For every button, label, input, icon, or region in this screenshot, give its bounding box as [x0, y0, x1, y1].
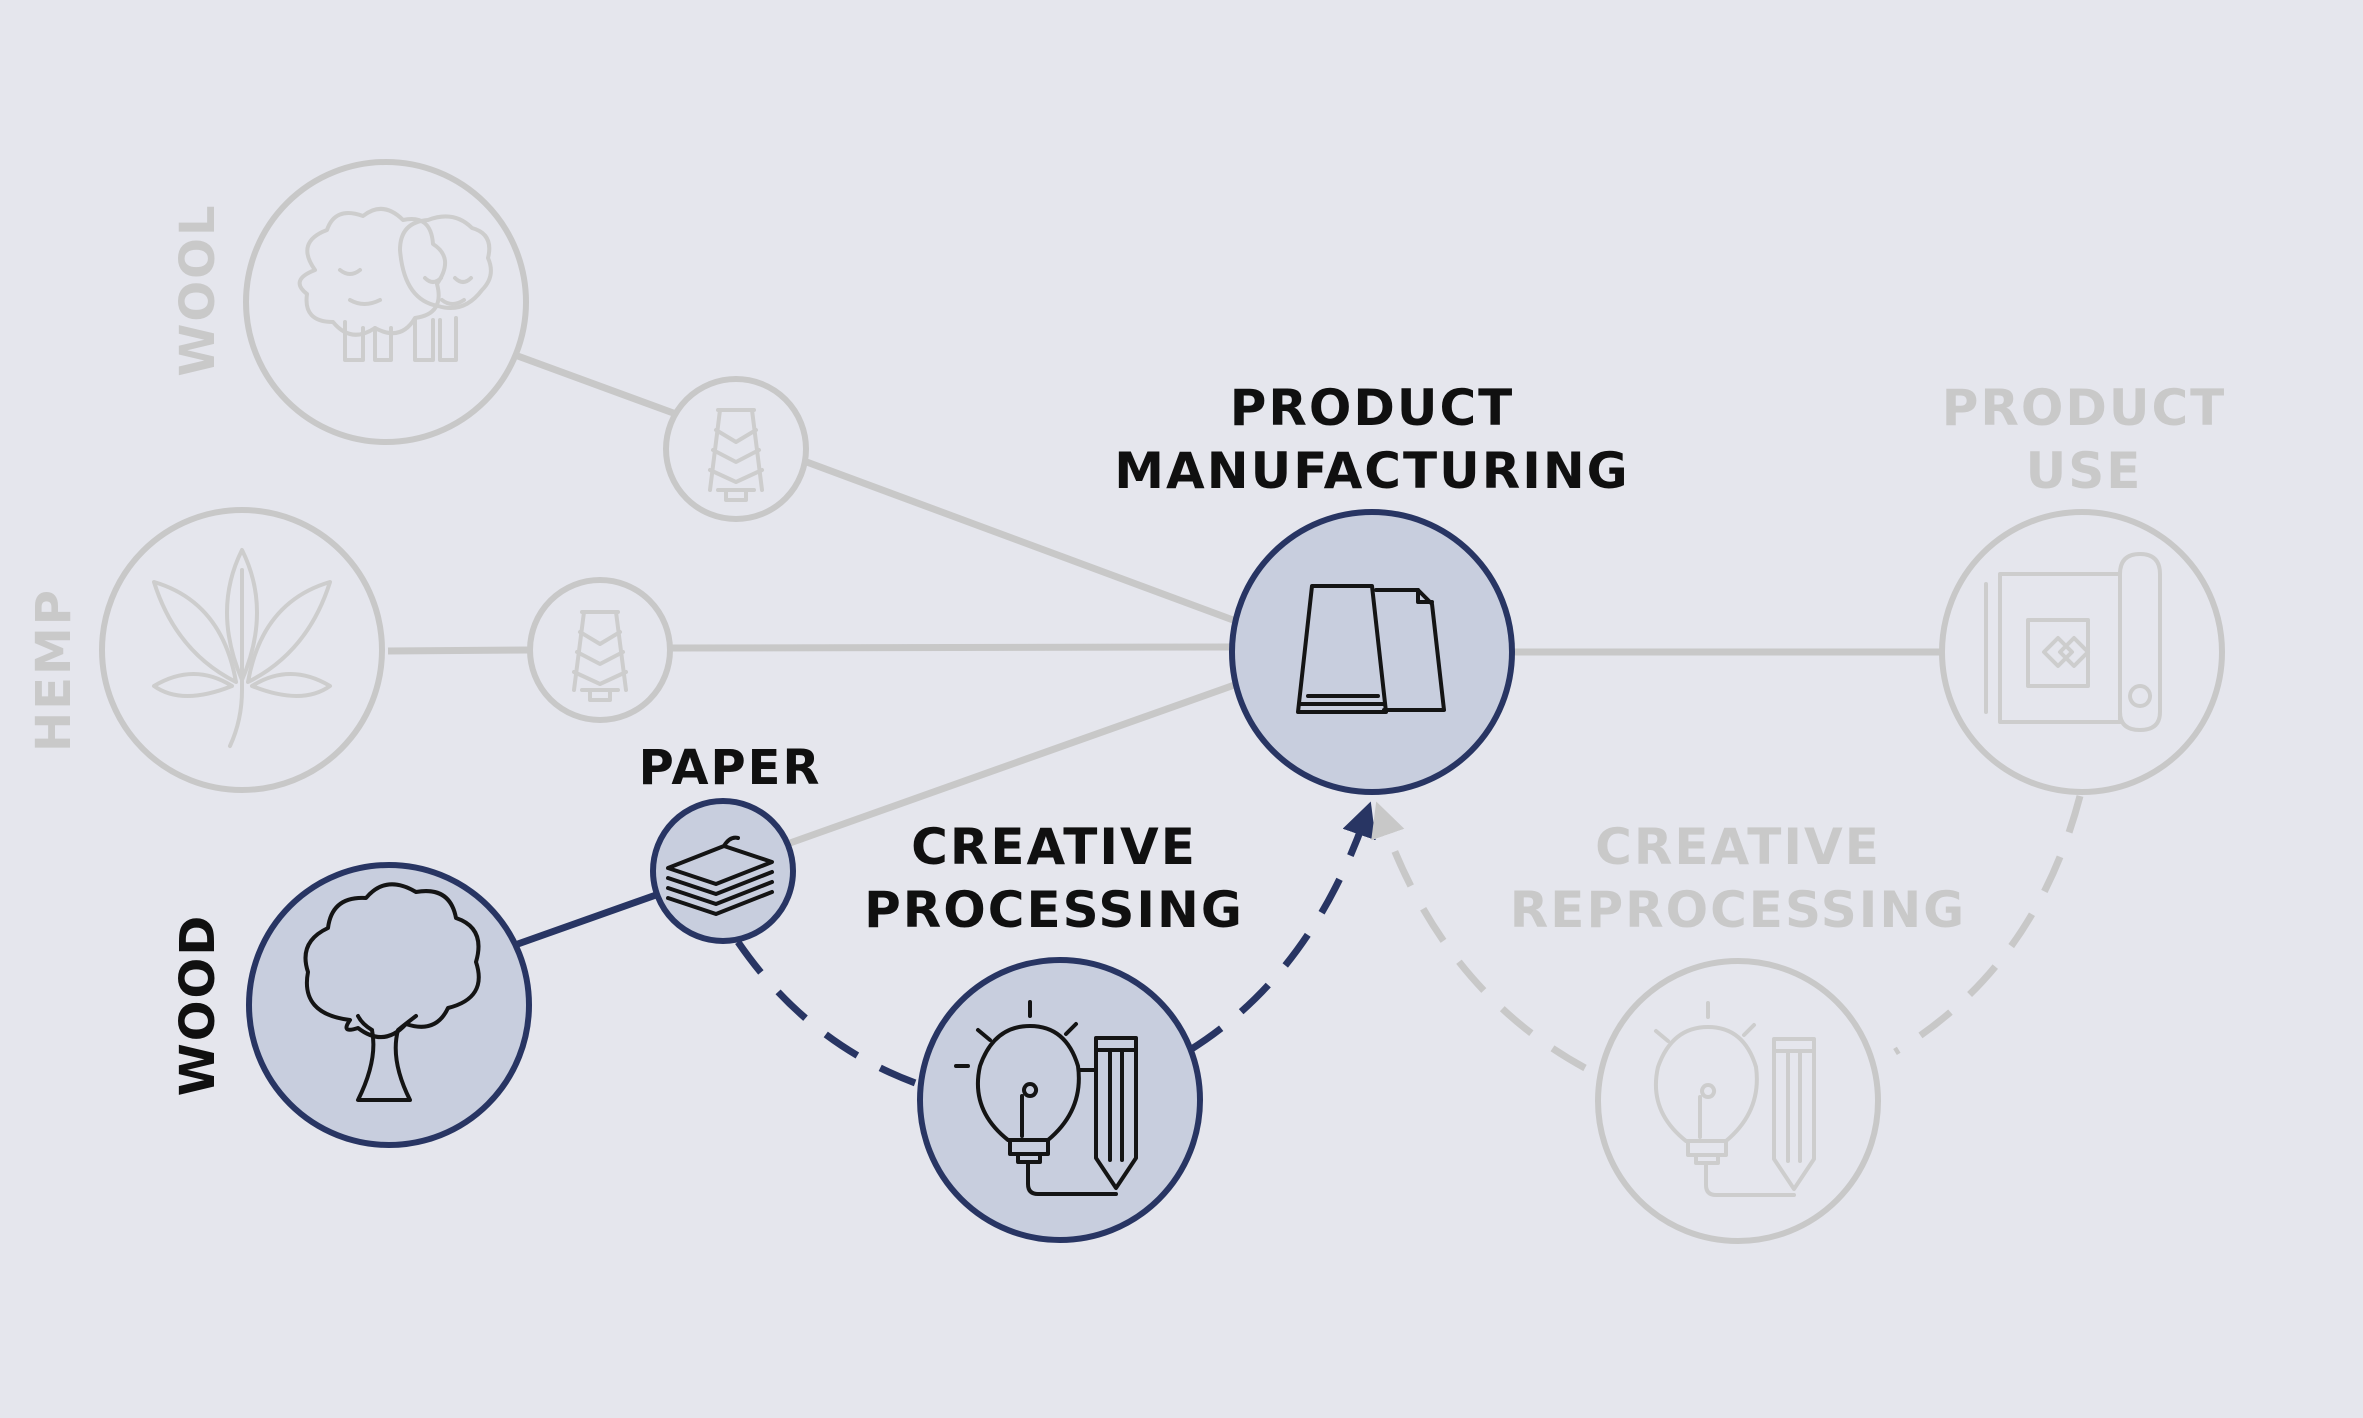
node-hemp-yarn [527, 577, 673, 723]
link-creative-manufacturing [1188, 801, 1376, 1053]
node-product-manufacturing-label-line1: PRODUCT [1230, 379, 1515, 437]
tree-icon [303, 882, 481, 1102]
node-wool-yarn [663, 376, 809, 522]
node-product-manufacturing: PRODUCT MANUFACTURING [1114, 379, 1629, 795]
link-use-reprocessing [1893, 795, 2084, 1056]
node-hemp-label: HEMP [26, 588, 82, 752]
yarn-spool-icon [708, 408, 764, 502]
node-wool-circle [243, 159, 529, 445]
sheep-icon [297, 207, 493, 362]
lightbulb-pencil-icon [1653, 1001, 1816, 1197]
node-product-use-circle [1939, 509, 2225, 795]
node-creative-processing-label-line1: CREATIVE [911, 818, 1197, 876]
link-wool-yarn [513, 351, 678, 418]
yarn-spool-icon [572, 610, 628, 702]
node-wood: WOOD [170, 862, 532, 1148]
node-wool-yarn-circle [663, 376, 809, 522]
node-product-use-label-line1: PRODUCT [1942, 379, 2227, 437]
node-paper: PAPER [639, 740, 822, 944]
link-reprocessing-manufacturing [1371, 801, 1587, 1072]
node-wool-label: WOOL [170, 203, 226, 376]
link-hemp-yarn [387, 646, 531, 655]
node-creative-processing-label-line2: PROCESSING [864, 881, 1244, 939]
node-creative-reprocessing-circle [1595, 958, 1881, 1244]
fabric-roll-icon [1296, 584, 1446, 714]
node-hemp: HEMP [26, 507, 385, 793]
connectors [387, 351, 2084, 1088]
link-woolyarn-manufacturing [802, 457, 1235, 624]
node-hemp-yarn-circle [527, 577, 673, 723]
node-wood-circle [246, 862, 532, 1148]
node-wool: WOOL [170, 159, 529, 445]
hemp-leaf-icon [152, 548, 332, 748]
node-creative-reprocessing-label-line1: CREATIVE [1595, 818, 1881, 876]
link-paper-creative [735, 940, 920, 1088]
node-product-use: PRODUCT USE [1939, 379, 2227, 795]
link-hempyarn-manufacturing [669, 643, 1233, 652]
node-paper-label: PAPER [639, 740, 822, 796]
node-hemp-circle [99, 507, 385, 793]
node-product-manufacturing-circle [1229, 509, 1515, 795]
link-paper-manufacturing [788, 679, 1242, 847]
rolled-map-icon [1984, 552, 2162, 732]
node-creative-processing: CREATIVE PROCESSING [864, 818, 1244, 1243]
node-creative-processing-circle [917, 957, 1203, 1243]
node-product-use-label-line2: USE [2026, 442, 2143, 500]
paper-stack-icon [666, 835, 774, 916]
link-wood-paper [513, 891, 658, 949]
node-creative-reprocessing: CREATIVE REPROCESSING [1510, 818, 1966, 1244]
lightbulb-pencil-icon [954, 1000, 1138, 1196]
node-wood-label: WOOD [170, 914, 226, 1096]
node-product-manufacturing-label-line2: MANUFACTURING [1114, 442, 1629, 500]
node-creative-reprocessing-label-line2: REPROCESSING [1510, 881, 1966, 939]
